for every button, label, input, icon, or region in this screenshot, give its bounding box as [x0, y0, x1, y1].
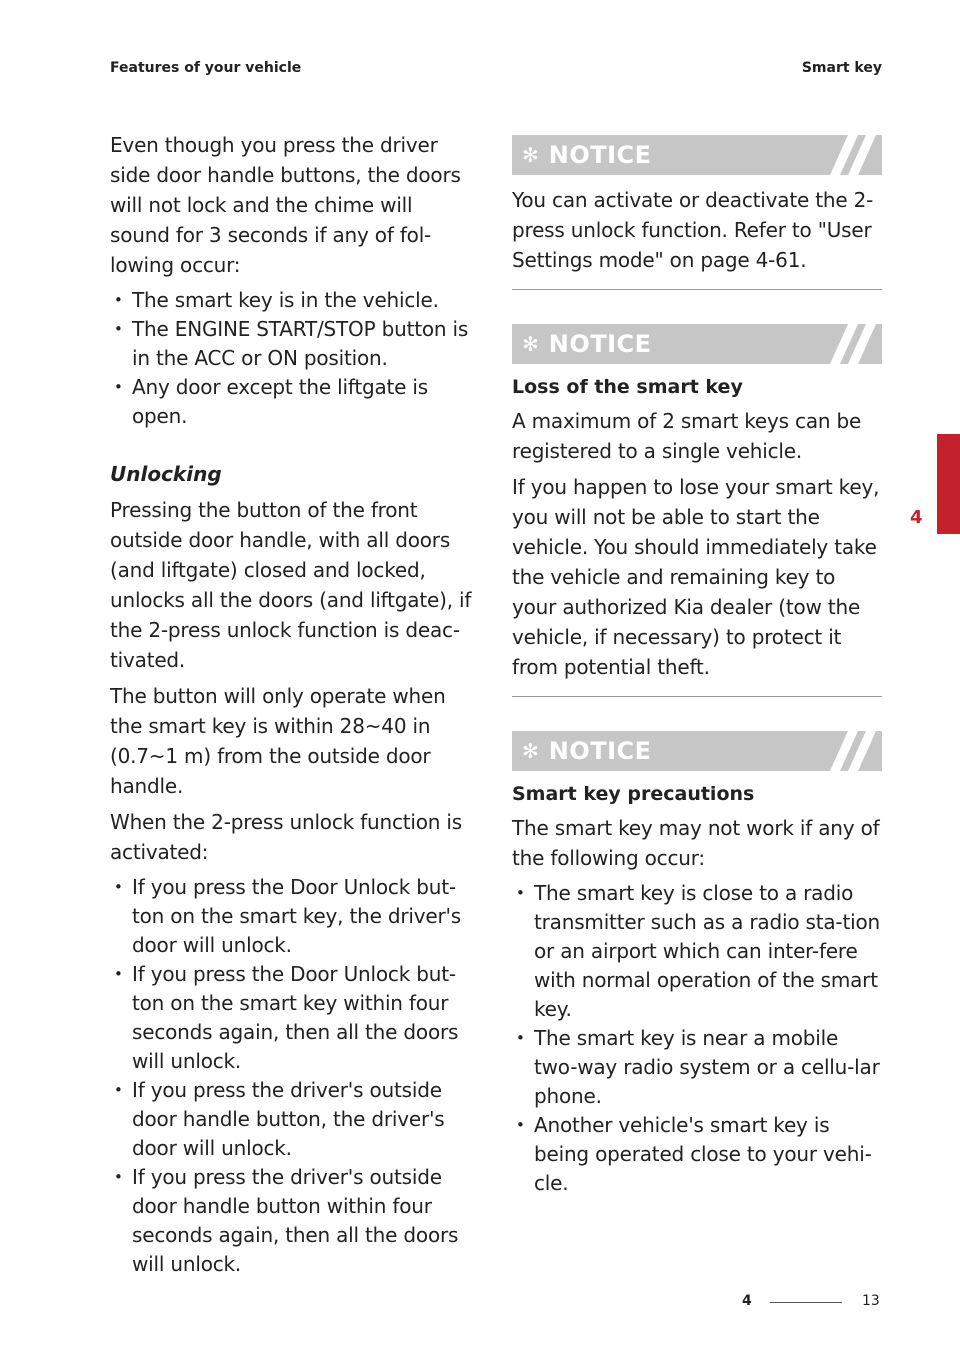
footer-divider: [770, 1302, 842, 1303]
notice-bar: ✻ NOTICE: [512, 135, 882, 175]
list-item: If you press the driver's outside door h…: [110, 1076, 476, 1163]
notice-2-heading: Loss of the smart key: [512, 376, 743, 398]
unlocking-heading: Unlocking: [110, 462, 222, 486]
notice-label: NOTICE: [548, 141, 652, 169]
unlocking-paragraph-1: Pressing the button of the front outside…: [110, 498, 472, 672]
right-column: ✻ NOTICE You can activate or deactivate …: [512, 135, 882, 1204]
notice-2-paragraph-2: If you happen to lose your smart key, yo…: [512, 475, 880, 679]
list-item: If you press the driver's outside door h…: [110, 1163, 476, 1279]
notice-3-bullet-list: The smart key is close to a radio transm…: [512, 879, 882, 1198]
notice-bar: ✻ NOTICE: [512, 731, 882, 771]
header-topic-title: Smart key: [801, 60, 882, 76]
notice-3-heading: Smart key precautions: [512, 783, 755, 805]
asterisk-icon: ✻: [522, 332, 539, 356]
asterisk-icon: ✻: [522, 739, 539, 763]
footer-page-number: 13: [862, 1293, 880, 1309]
slash-stripes-icon: [830, 731, 876, 771]
slash-stripes-icon: [830, 324, 876, 364]
header-section-title: Features of your vehicle: [110, 60, 302, 76]
notice-bar: ✻ NOTICE: [512, 324, 882, 364]
list-item: The smart key is near a mobile two-way r…: [512, 1024, 882, 1111]
notice-1-text: You can activate or deactivate the 2-pre…: [512, 188, 874, 272]
list-item: If you press the Door Unlock but-ton on …: [110, 873, 476, 960]
chapter-side-number: 4: [910, 507, 923, 528]
footer-chapter-number: 4: [742, 1293, 752, 1309]
left-column: Even though you press the driver side do…: [110, 130, 476, 1285]
notice-label: NOTICE: [548, 737, 652, 765]
notice-2-paragraph-1: A maximum of 2 smart keys can be registe…: [512, 409, 862, 463]
list-item: The smart key is in the vehicle.: [110, 286, 476, 315]
chapter-side-tab: [937, 434, 960, 534]
list-item: If you press the Door Unlock but-ton on …: [110, 960, 476, 1076]
divider: [512, 696, 882, 697]
intro-paragraph: Even though you press the driver side do…: [110, 133, 461, 277]
list-item: Another vehicle's smart key is being ope…: [512, 1111, 882, 1198]
list-item: Any door except the liftgate is open.: [110, 373, 476, 431]
slash-stripes-icon: [830, 135, 876, 175]
list-item: The ENGINE START/STOP button is in the A…: [110, 315, 476, 373]
unlocking-paragraph-3: When the 2-press unlock function is acti…: [110, 810, 463, 864]
unlocking-paragraph-2: The button will only operate when the sm…: [110, 684, 446, 798]
asterisk-icon: ✻: [522, 143, 539, 167]
intro-bullet-list: The smart key is in the vehicle. The ENG…: [110, 286, 476, 431]
notice-3-paragraph-1: The smart key may not work if any of the…: [512, 816, 880, 870]
list-item: The smart key is close to a radio transm…: [512, 879, 882, 1024]
unlocking-bullet-list: If you press the Door Unlock but-ton on …: [110, 873, 476, 1279]
divider: [512, 289, 882, 290]
notice-label: NOTICE: [548, 330, 652, 358]
